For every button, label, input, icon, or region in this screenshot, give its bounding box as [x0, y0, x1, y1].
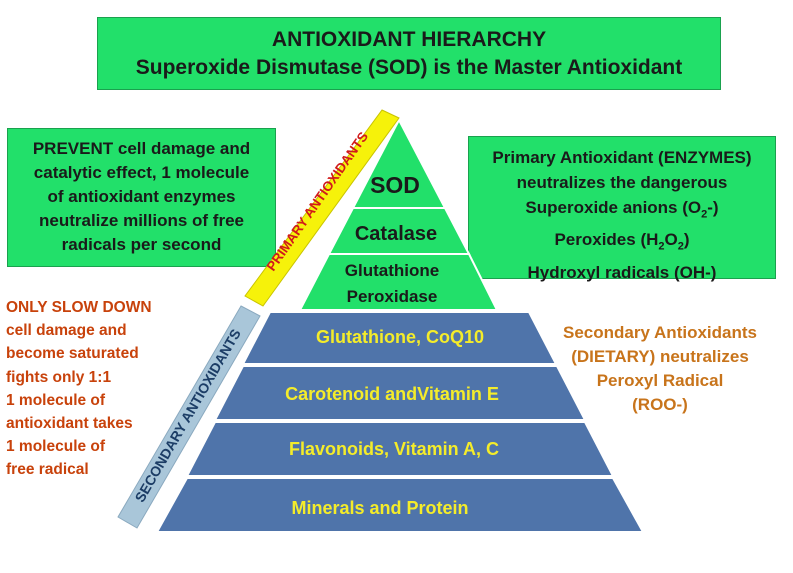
- layer-label-flavonoids: Flavonoids, Vitamin A, C: [289, 439, 499, 459]
- layer-label-peroxidase: Peroxidase: [347, 287, 438, 306]
- primary-effect-line: of antioxidant enzymes: [47, 187, 236, 206]
- page-subtitle: Superoxide Dismutase (SOD) is the Master…: [135, 56, 683, 79]
- pyramid-layer-glutathione-peroxidase: [298, 253, 499, 311]
- layer-label-minerals: Minerals and Protein: [291, 498, 468, 518]
- layer-label-sod: SOD: [370, 172, 420, 198]
- layer-label-carotenoid: Carotenoid andVitamin E: [285, 384, 499, 404]
- primary-effect-line: PREVENT cell damage and: [32, 139, 251, 158]
- primary-description-box: Primary Antioxidant (ENZYMES) neutralize…: [468, 136, 776, 282]
- layer-label-glutathione-coq10: Glutathione, CoQ10: [316, 327, 484, 347]
- primary-effect-line: catalytic effect, 1 molecule: [33, 163, 250, 182]
- secondary-effect-text: ONLY SLOW DOWN cell damage and become sa…: [6, 299, 152, 479]
- secondary-description-text: Secondary Antioxidants (DIETARY) neutral…: [563, 323, 757, 414]
- layer-label-catalase: Catalase: [355, 223, 437, 245]
- primary-effect-line: radicals per second: [61, 235, 222, 254]
- primary-band: [244, 109, 400, 307]
- primary-description-line: Primary Antioxidant (ENZYMES): [492, 148, 752, 167]
- primary-effect-line: neutralize millions of free: [39, 211, 244, 230]
- primary-description-line: Peroxides (H2O2): [554, 230, 690, 253]
- primary-description-line: Hydroxyl radicals (OH-): [527, 262, 717, 282]
- primary-description-line: Superoxide anions (O2-): [525, 198, 719, 221]
- primary-description-line: neutralizes the dangerous: [516, 173, 728, 192]
- title-box: ANTIOXIDANT HIERARCHY Superoxide Dismuta…: [97, 17, 721, 90]
- secondary-band: [117, 305, 261, 529]
- pyramid-layer-minerals-protein: [155, 477, 645, 533]
- pyramid-layer-flavonoids: [185, 421, 615, 477]
- primary-effect-box: PREVENT cell damage and catalytic effect…: [7, 128, 276, 267]
- pyramid-layer-carotenoid-vitamin-e: [213, 365, 587, 421]
- layer-label-glutathione: Glutathione: [345, 261, 439, 280]
- page-title: ANTIOXIDANT HIERARCHY: [271, 28, 547, 51]
- pyramid-layer-glutathione-coq10: [241, 311, 558, 365]
